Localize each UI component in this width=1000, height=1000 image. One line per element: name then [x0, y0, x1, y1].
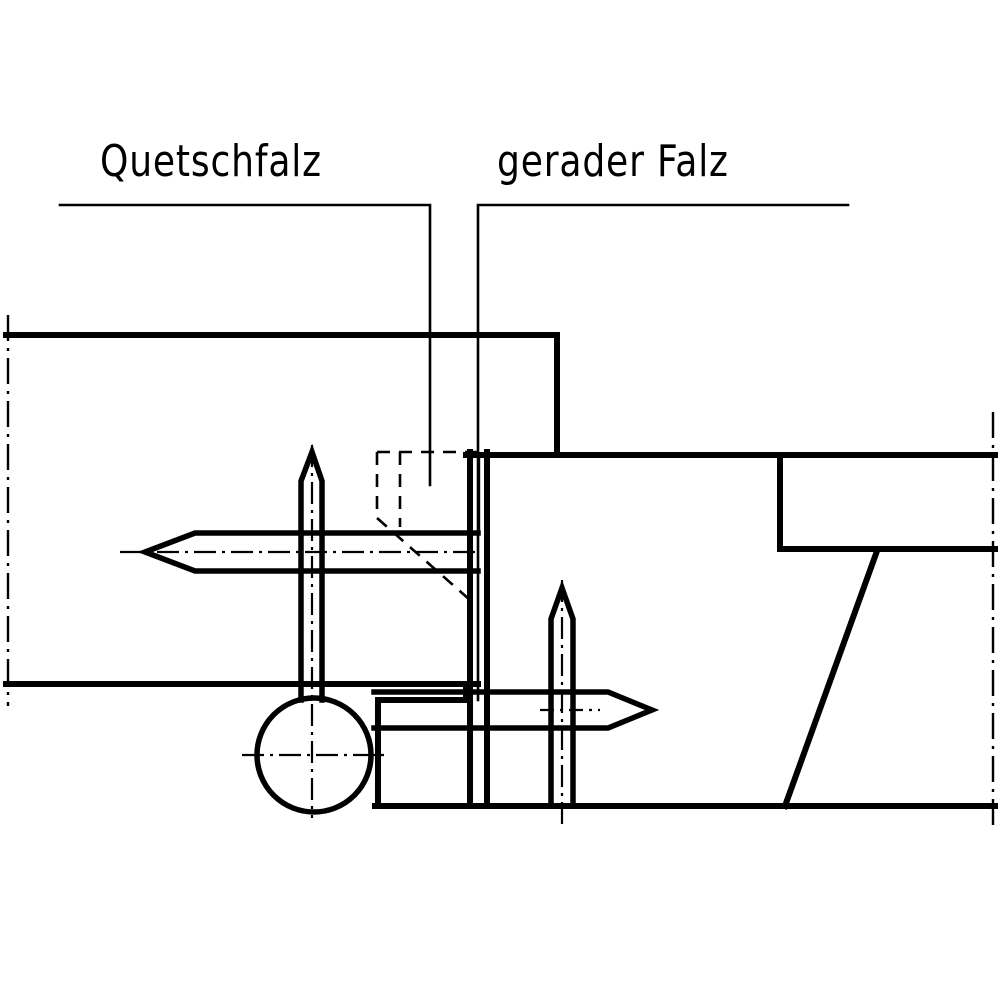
- upper-left-plate: [3, 332, 560, 687]
- lower-body-outline: [372, 697, 998, 809]
- left-nail-h-body: [137, 530, 481, 574]
- right-nail-h-body: [371, 689, 660, 731]
- left-nail-vertical: [298, 443, 325, 818]
- right-nail-horizontal: [371, 689, 660, 731]
- step-path: [777, 452, 998, 552]
- label-gerader-falz: gerader Falz: [497, 136, 729, 187]
- right-nail-vertical: [548, 579, 576, 825]
- right-plate-step: [777, 452, 998, 552]
- leader-quetschfalz: [58, 203, 432, 487]
- label-quetschfalz: Quetschfalz: [100, 136, 322, 187]
- right-diagonal-edge: [781, 547, 881, 810]
- roller-circle: [242, 695, 390, 815]
- straight-seam: [467, 449, 490, 809]
- crimped-seam-detail: [375, 450, 478, 601]
- diagonal-stroke: [781, 547, 881, 810]
